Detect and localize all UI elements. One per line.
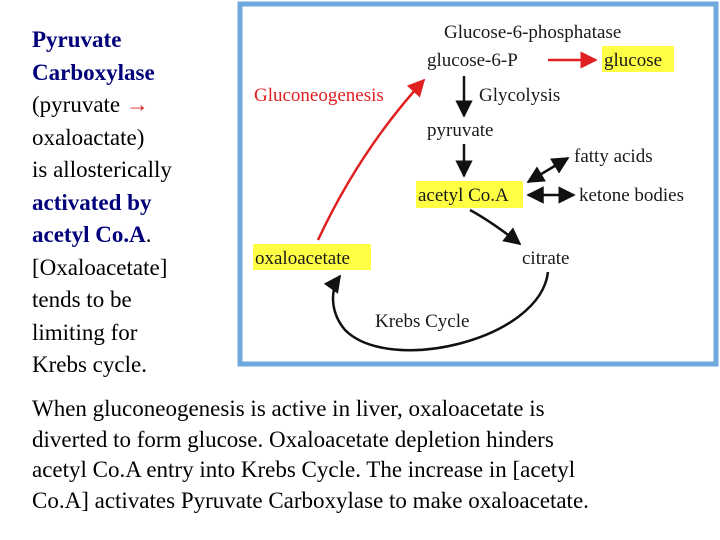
gluconeogenesis-label: Gluconeogenesis [254,85,384,106]
enzyme-name-line1: Pyruvate [32,27,122,52]
limiting-line-1: tends to be [32,287,132,312]
left-explanation: Pyruvate Carboxylase (pyruvate → oxaloac… [32,24,237,382]
glucose-label: glucose [604,50,662,71]
ketone-bodies-label: ketone bodies [579,185,684,206]
acetyl-coa-label: acetyl Co.A [418,185,509,206]
krebs-cycle-arc-arrow [323,271,550,352]
enzyme-name-line2: Carboxylase [32,59,155,85]
limiting-line-2: limiting for [32,319,138,345]
bottom-explanation: When gluconeogenesis is active in liver,… [32,394,712,516]
glucose-6-p-label: glucose-6-P [427,50,518,71]
citrate-label: citrate [522,248,569,269]
oxaloacetate-label: oxaloacetate [255,248,350,269]
oxaloacetate-highlight [253,244,371,270]
allosteric-line: is allosterically [32,157,172,182]
glucose-highlight [602,46,674,72]
fatty-acids-acetyl-coa-arrow [526,156,570,184]
reaction-arrow-icon: → [125,92,149,117]
glucose-6-phosphatase-label: Glucose-6-phosphatase [444,22,621,43]
fatty-acids-label: fatty acids [574,146,653,167]
reaction-product-line: oxaloactate) [32,124,145,150]
acetyl-coa-to-citrate-arrow [469,208,522,246]
reaction-text: (pyruvate [32,92,126,117]
limiting-line-3: Krebs cycle. [32,352,147,377]
bottom-line-1: When gluconeogenesis is active in liver,… [32,396,545,421]
reaction-line: (pyruvate → [32,89,237,122]
oxaloacetate-to-glucose-6-p-arrow [316,78,426,241]
activator-name: acetyl Co.A [32,222,146,247]
pyruvate-label: pyruvate [427,120,493,141]
bottom-line-4: Co.A] activates Pyruvate Carboxylase to … [32,487,589,513]
acetyl-coa-highlight [416,181,523,208]
glycolysis-label: Glycolysis [479,85,560,106]
krebs-cycle-label: Krebs Cycle [375,311,469,332]
activator-line: acetyl Co.A. [32,219,237,252]
bottom-line-3: acetyl Co.A entry into Krebs Cycle. The … [32,457,576,482]
bottom-line-2: diverted to form glucose. Oxaloacetate d… [32,426,554,452]
oxaloacetate-bracket-line: [Oxaloacetate] [32,254,168,280]
activated-by-line: activated by [32,189,152,215]
activator-period: . [145,222,152,247]
